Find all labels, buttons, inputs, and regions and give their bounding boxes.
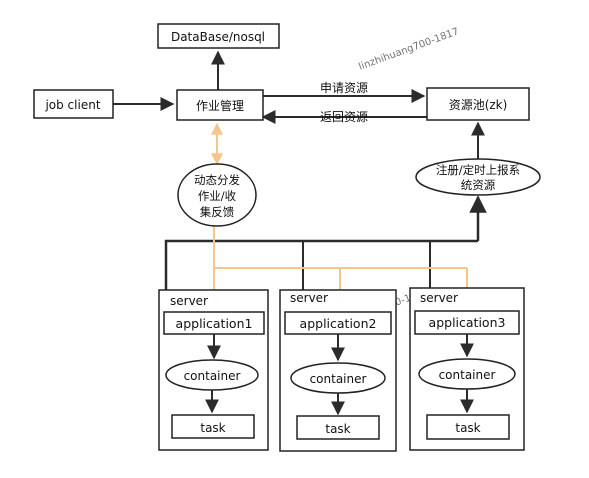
- application2-label: application2: [300, 316, 377, 331]
- task-1-label: task: [200, 421, 225, 435]
- server-bus: [164, 239, 478, 290]
- server-2: server application2 container task: [279, 289, 397, 452]
- job-client-label: job client: [44, 98, 100, 112]
- register-label-line2: 统资源: [461, 178, 496, 192]
- application1-label: application1: [176, 316, 253, 331]
- register-label-line1: 注册/定时上报系: [436, 163, 520, 177]
- task-1-box: [171, 414, 255, 439]
- container-2-label: container: [310, 372, 367, 386]
- return-resource-label: 返回资源: [320, 110, 368, 124]
- server-1-label: server: [170, 294, 208, 308]
- job-client-box: [33, 89, 114, 119]
- server-3-label: server: [420, 291, 458, 305]
- server-2-label: server: [290, 291, 328, 305]
- task-2-label: task: [325, 422, 350, 436]
- task-2-box: [296, 415, 380, 440]
- task-3-box: [426, 414, 510, 440]
- dispatch-label-line2: 作业/收: [198, 189, 237, 203]
- dispatch-label-line1: 动态分发: [194, 173, 240, 187]
- application3-label: application3: [429, 315, 506, 330]
- dispatch-label-line3: 集反馈: [200, 205, 235, 219]
- request-resource-label: 申请资源: [320, 81, 368, 95]
- container-1-label: container: [184, 369, 241, 383]
- job-manager-label: 作业管理: [196, 98, 244, 113]
- dispatch-ellipse: [177, 163, 257, 227]
- container-3-label: container: [439, 368, 496, 382]
- job-manager-box: [176, 89, 264, 121]
- watermark-top: linzhihuang700-1817: [357, 26, 460, 73]
- server-1: server application1 container task: [158, 289, 269, 451]
- register-ellipse: [415, 158, 541, 196]
- database-label: DataBase/nosql: [171, 30, 265, 44]
- database-box: [157, 23, 280, 49]
- resource-pool-box: [426, 87, 530, 121]
- task-3-label: task: [455, 421, 480, 435]
- server-3: server application3 container task: [409, 287, 525, 451]
- resource-pool-label: 资源池(zk): [449, 98, 508, 112]
